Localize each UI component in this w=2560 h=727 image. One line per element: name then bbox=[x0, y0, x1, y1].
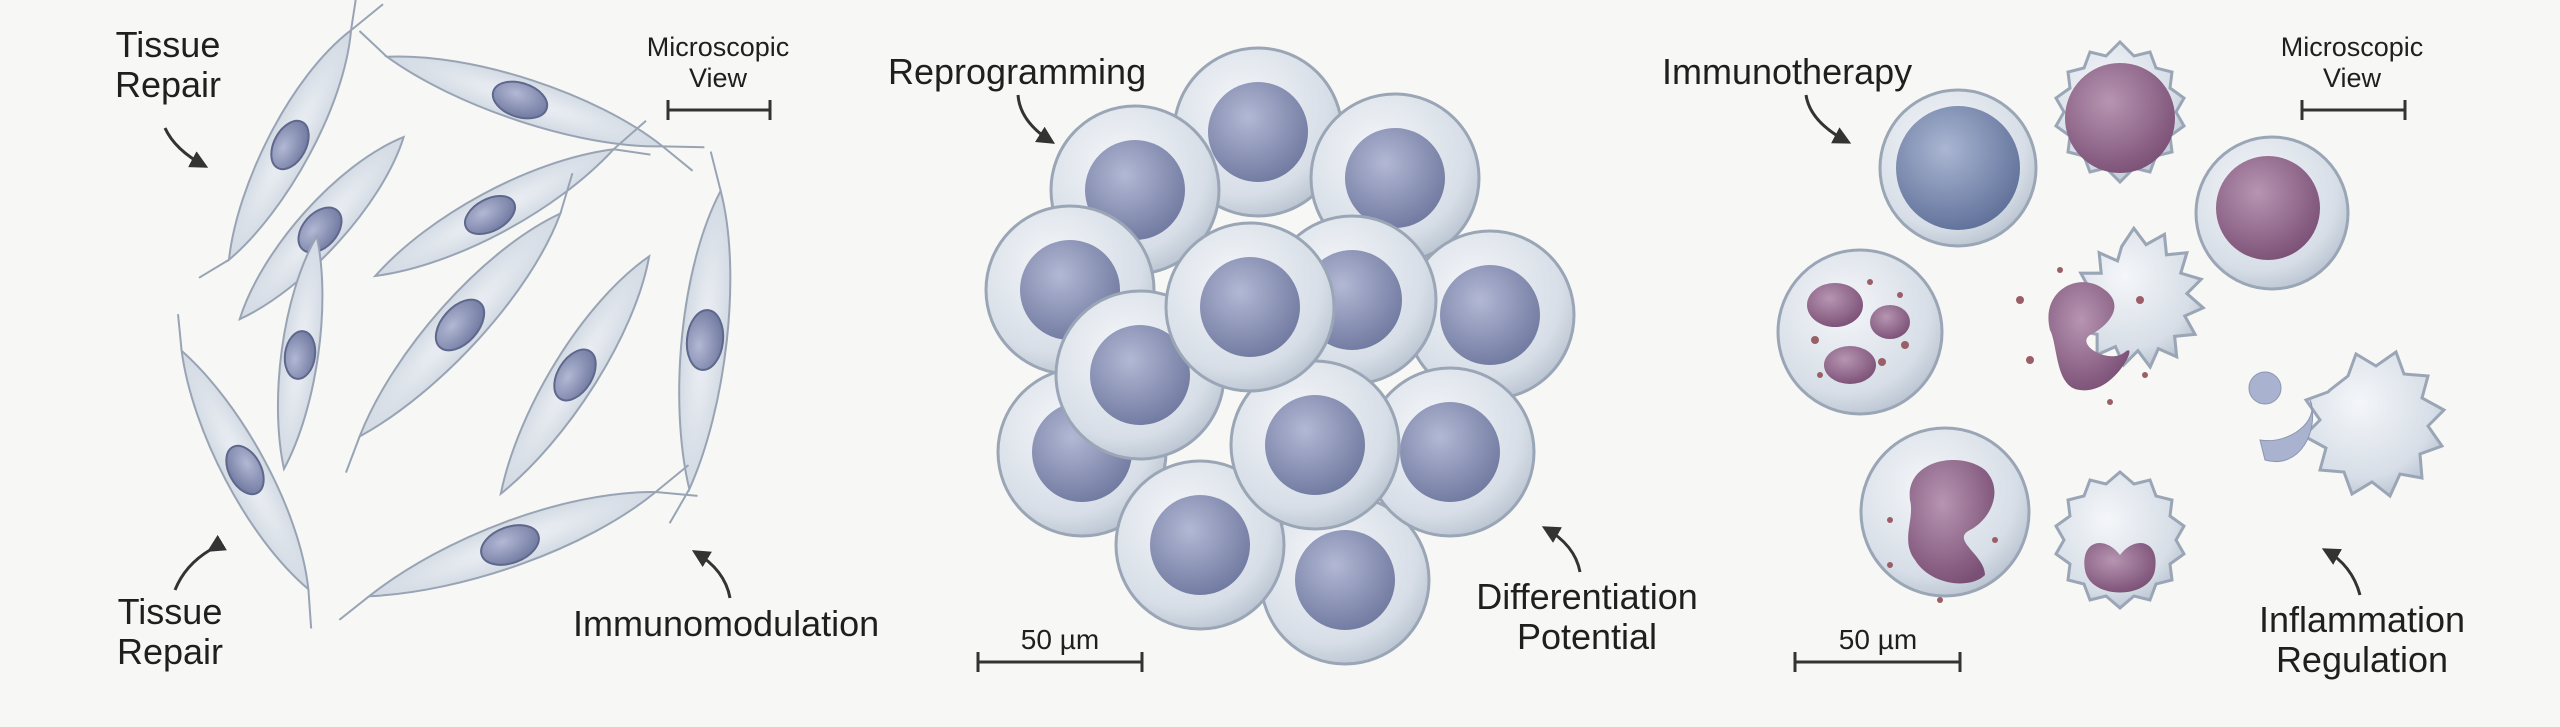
microscopic-view-caption-3: Microscopic View bbox=[2280, 32, 2424, 93]
round-cell bbox=[1164, 221, 1336, 393]
lymphocyte bbox=[1878, 88, 2038, 248]
spindle-cell bbox=[277, 233, 324, 472]
spindle-cell bbox=[668, 151, 732, 524]
spindle-cell bbox=[345, 172, 574, 473]
label-inflammation-regulation: Inflammation Regulation bbox=[2258, 599, 2466, 680]
scale-bar-3 bbox=[1793, 652, 1962, 672]
label-immunotherapy: Immunotherapy bbox=[1662, 51, 1913, 92]
arrow-tissue-repair-bottom bbox=[173, 534, 227, 591]
round-cell bbox=[1364, 366, 1536, 538]
eosinophil bbox=[1776, 248, 1944, 416]
panel-3-blood-cells bbox=[1776, 39, 2447, 610]
label-tissue-repair-top: Tissue Repair bbox=[114, 24, 222, 105]
spindle-cell bbox=[372, 119, 651, 278]
arrow-immunomodulation bbox=[691, 550, 732, 599]
round-cell bbox=[1259, 494, 1431, 666]
arrow-inflammation bbox=[2321, 548, 2362, 596]
band-cell bbox=[2054, 470, 2186, 610]
arrow-differentiation bbox=[1541, 526, 1582, 573]
scale-bar-label-2: 50 µm bbox=[1020, 624, 1100, 655]
spindle-cell bbox=[499, 254, 651, 497]
spindle-cell bbox=[177, 314, 313, 629]
panel-1-spindle-cells bbox=[177, 0, 732, 629]
view-scale-bar-3 bbox=[2300, 100, 2407, 120]
scale-bar-label-3: 50 µm bbox=[1838, 624, 1918, 655]
spindle-cell bbox=[358, 30, 705, 172]
label-immunomodulation: Immunomodulation bbox=[573, 603, 880, 644]
microscopic-view-caption-1: Microscopic View bbox=[646, 32, 790, 93]
label-reprogramming: Reprogramming bbox=[888, 51, 1147, 92]
round-cell bbox=[1114, 459, 1286, 631]
label-tissue-repair-bottom: Tissue Repair bbox=[116, 591, 224, 672]
spindle-cell bbox=[338, 464, 698, 621]
arrow-tissue-repair-top bbox=[163, 127, 209, 168]
panel-2-cell-cluster bbox=[984, 46, 1576, 666]
round-cell bbox=[1404, 229, 1576, 401]
basophil bbox=[2054, 39, 2186, 185]
arrow-reprogramming bbox=[1016, 94, 1056, 144]
neutrophil bbox=[2016, 225, 2207, 405]
scale-bar-2 bbox=[976, 652, 1144, 672]
view-scale-bar-1 bbox=[666, 100, 772, 120]
label-differentiation-potential: Differentiation Potential bbox=[1476, 576, 1698, 657]
spindle-cell bbox=[198, 0, 384, 279]
neutrophil-lower bbox=[1859, 426, 2031, 603]
activated-cell bbox=[2248, 349, 2447, 499]
arrow-immunotherapy bbox=[1804, 94, 1852, 144]
monocyte-round bbox=[2194, 135, 2350, 291]
